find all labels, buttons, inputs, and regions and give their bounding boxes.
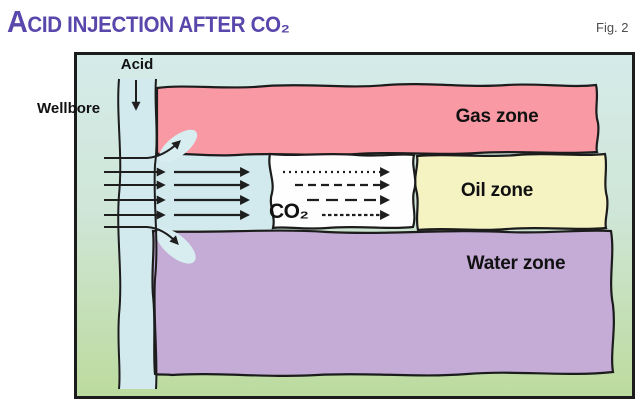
wellbore-channel [117, 78, 157, 389]
wellbore-label: Wellbore [37, 100, 101, 117]
wellbore-perforation-arrows [104, 140, 181, 245]
diagram-svg [77, 55, 632, 396]
water-breakthrough-arrow [104, 226, 179, 245]
co2-label: CO₂ [269, 200, 309, 223]
title-rest: CID INJECTION AFTER CO₂ [27, 12, 290, 37]
co2-zone-shape [268, 152, 417, 230]
title-lead: A [7, 4, 28, 39]
water-zone-label: Water zone [466, 253, 566, 274]
water-breakthrough-highlight [156, 228, 196, 264]
diagram-frame [74, 52, 635, 399]
wellbore-left-edge [117, 78, 122, 390]
gas-zone-label: Gas zone [455, 106, 539, 127]
gas-breakthrough-arrow [104, 140, 181, 159]
figure-label: Fig. 2 [596, 20, 629, 35]
oil-zone-label: Oil zone [460, 180, 534, 201]
oil-zone-shape [414, 152, 609, 232]
wellbore-right-edge [153, 78, 158, 390]
acid-zone-shape [156, 152, 274, 230]
acid-label: Acid [120, 56, 154, 73]
co2-flow-arrows [283, 167, 390, 220]
acid-flow-arrows [174, 167, 250, 220]
